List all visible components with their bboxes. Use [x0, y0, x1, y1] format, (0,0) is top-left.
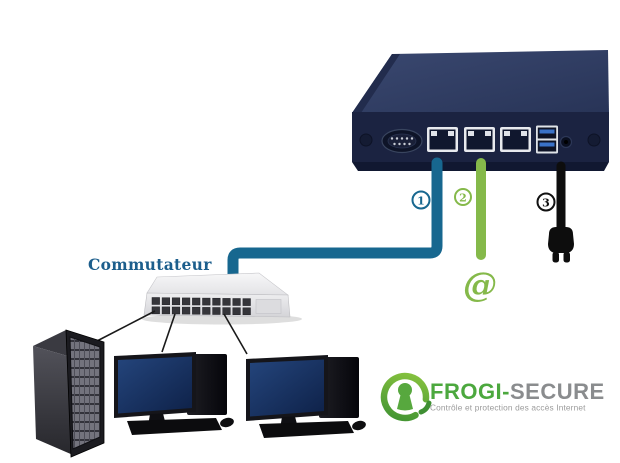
- power-jack: [559, 135, 573, 149]
- security-appliance-device: [352, 50, 609, 171]
- workstation-2: [246, 355, 367, 438]
- appliance-screw-left: [359, 133, 373, 147]
- logo-lock-icon: [380, 372, 432, 422]
- serial-port: [381, 128, 423, 154]
- logo-tagline: Contrôle et protection des accès Interne…: [430, 403, 586, 413]
- appliance-top-face: [352, 50, 609, 113]
- mouse: [220, 417, 234, 428]
- power-cable-and-plug: [548, 161, 574, 263]
- badge-1-number: 1: [417, 195, 425, 208]
- switch-device-links: [96, 310, 248, 355]
- appliance-screw-right: [587, 133, 601, 147]
- frogi-secure-logo: FROGI-SECURE Contrôle et protection des …: [380, 372, 605, 422]
- power-plug-icon: [548, 227, 574, 253]
- lan-cable: [227, 157, 443, 283]
- server-tower-device: [33, 329, 105, 458]
- server-mesh-panel: [69, 336, 101, 450]
- link-to-workstation-1: [161, 313, 176, 353]
- switch-top-face: [146, 272, 289, 296]
- link-to-workstation-2: [223, 313, 248, 355]
- appliance-top-left-bevel: [352, 54, 400, 113]
- keyboard: [127, 418, 222, 435]
- usb-ports: [536, 125, 558, 154]
- network-switch-device: [142, 272, 302, 325]
- plug-prong-right: [563, 252, 570, 263]
- plug-prong-left: [552, 252, 559, 263]
- badge-1: 1: [411, 190, 431, 210]
- badge-2: 2: [454, 188, 472, 206]
- monitor-screen: [118, 356, 192, 414]
- logo-wordmark-primary: FROGI-: [430, 379, 510, 404]
- pc-tower: [187, 354, 227, 415]
- switch-side-panel: [255, 299, 282, 314]
- workstation-1: [114, 352, 234, 435]
- ethernet-port-3: [500, 127, 531, 152]
- server-left-face: [33, 346, 73, 455]
- internet-at-symbol: @: [463, 265, 497, 305]
- logo-wordmark: FROGI-SECURE: [430, 379, 605, 404]
- badge-3: 3: [536, 192, 556, 212]
- link-to-server: [96, 310, 156, 342]
- badge-3-number: 3: [542, 197, 550, 210]
- switch-ports: [151, 297, 251, 316]
- ethernet-port-1: [427, 127, 458, 152]
- switch-label: Commutateur: [88, 255, 212, 274]
- badge-2-number: 2: [459, 192, 467, 205]
- logo-wordmark-secondary: SECURE: [510, 379, 605, 404]
- ethernet-port-2: [464, 127, 495, 152]
